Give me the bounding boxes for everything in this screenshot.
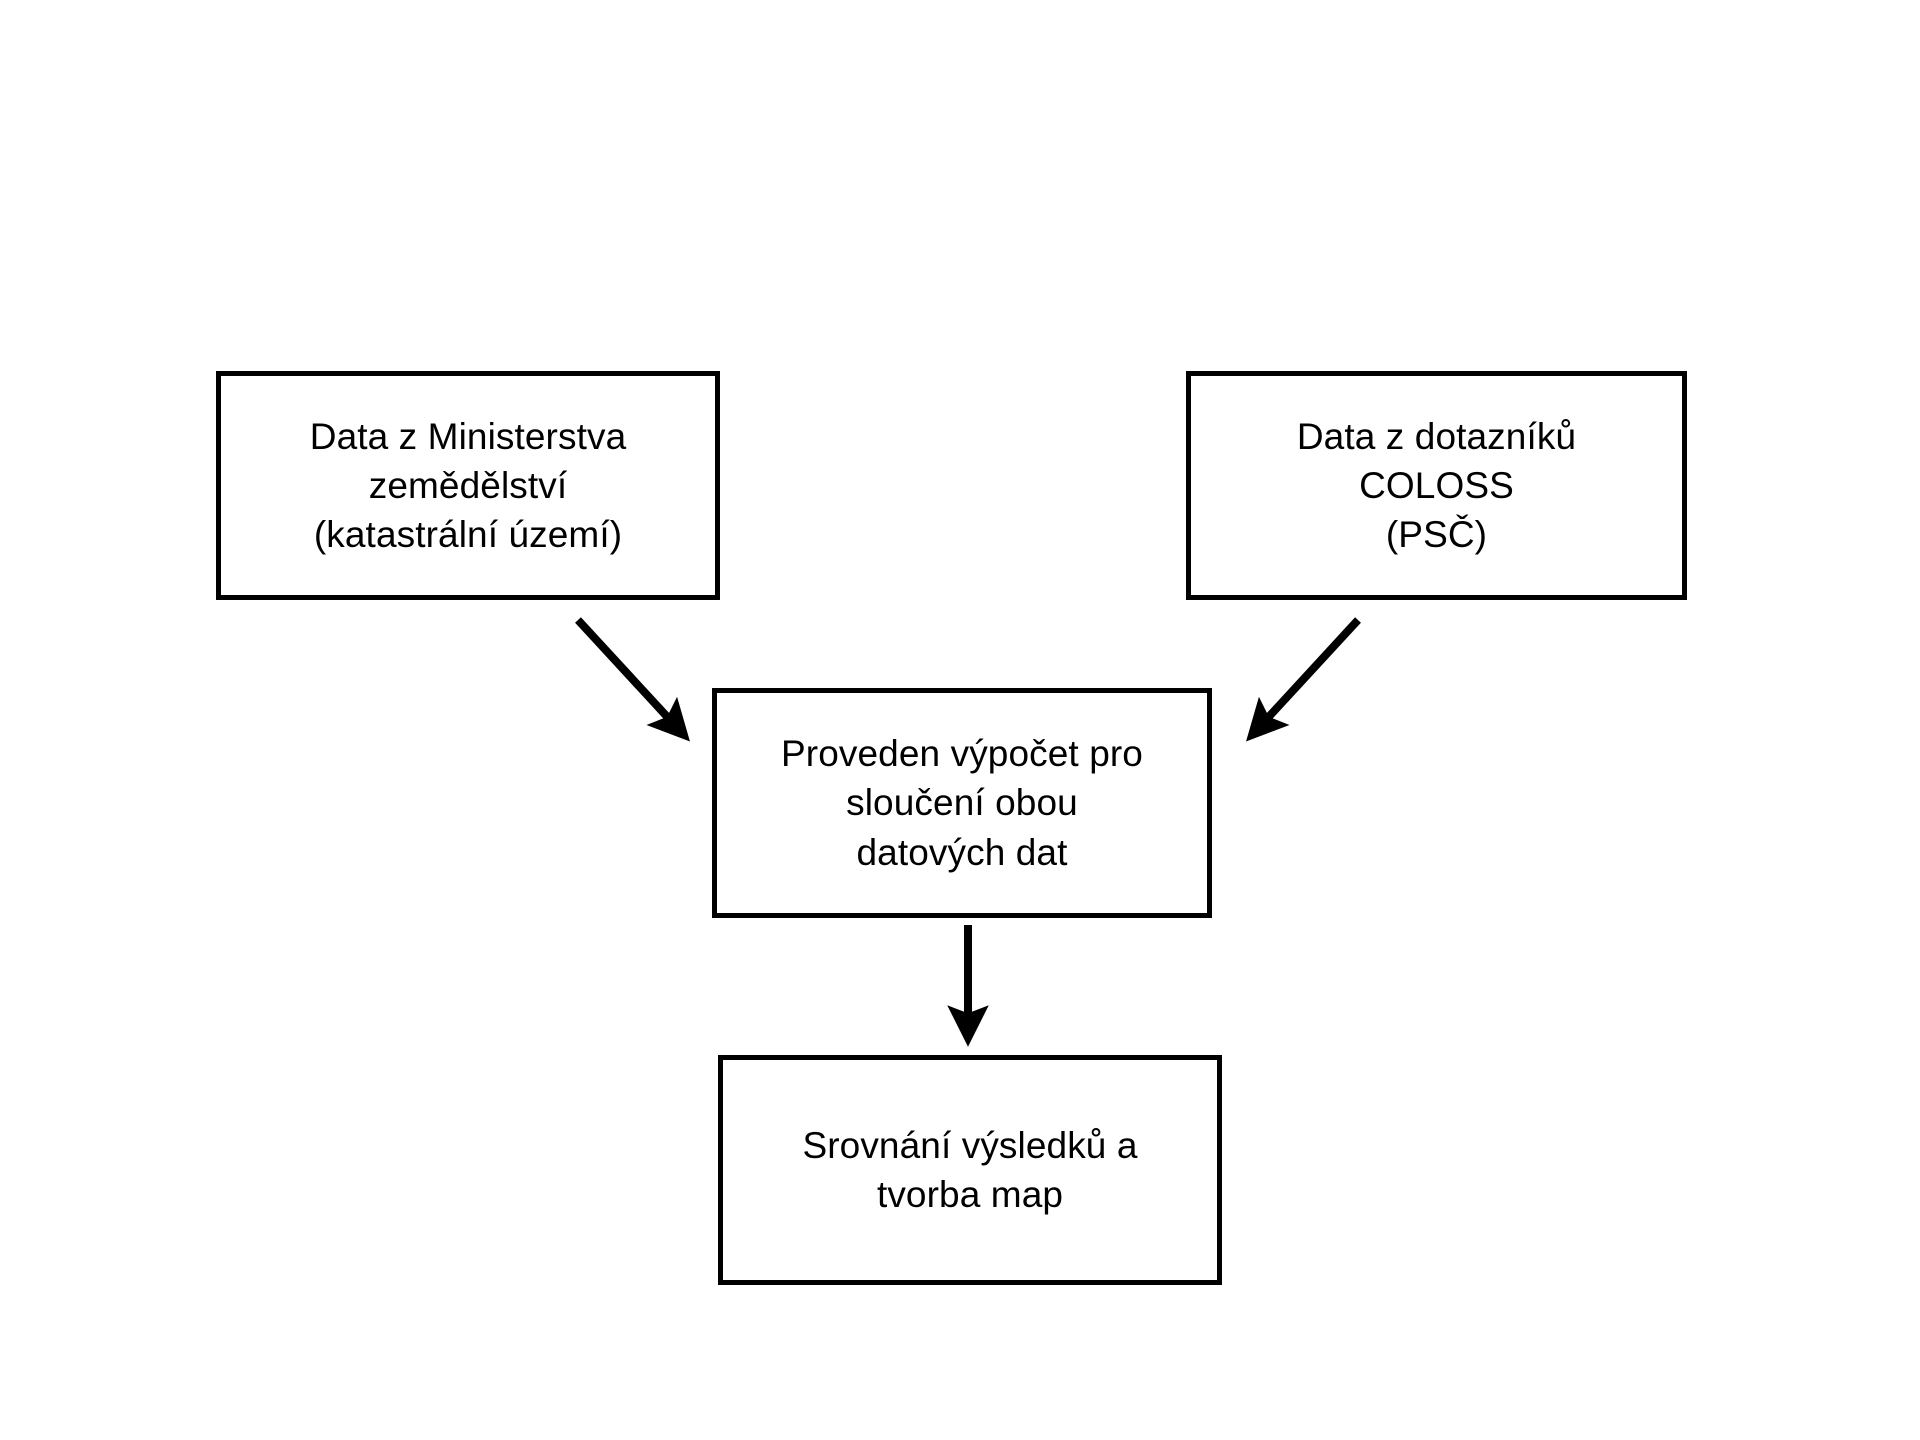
ministry-data-node-label: Data z Ministerstva zemědělství (katastr… xyxy=(309,415,627,556)
arrow-ministry-to-merge xyxy=(575,617,690,742)
coloss-questionnaire-node-label: Data z dotazníků COLOSS (PSČ) xyxy=(1296,415,1577,556)
arrow-coloss-to-merge xyxy=(1246,617,1361,742)
merge-computation-node-label: Proveden výpočet pro sloučení obou datov… xyxy=(781,733,1143,873)
compare-and-maps-node: Srovnání výsledků a tvorba map xyxy=(718,1055,1222,1285)
ministry-data-node: Data z Ministerstva zemědělství (katastr… xyxy=(216,371,720,600)
merge-computation-node: Proveden výpočet pro sloučení obou datov… xyxy=(712,688,1212,918)
coloss-questionnaire-node: Data z dotazníků COLOSS (PSČ) xyxy=(1186,371,1687,600)
compare-and-maps-node-label: Srovnání výsledků a tvorba map xyxy=(802,1124,1138,1215)
